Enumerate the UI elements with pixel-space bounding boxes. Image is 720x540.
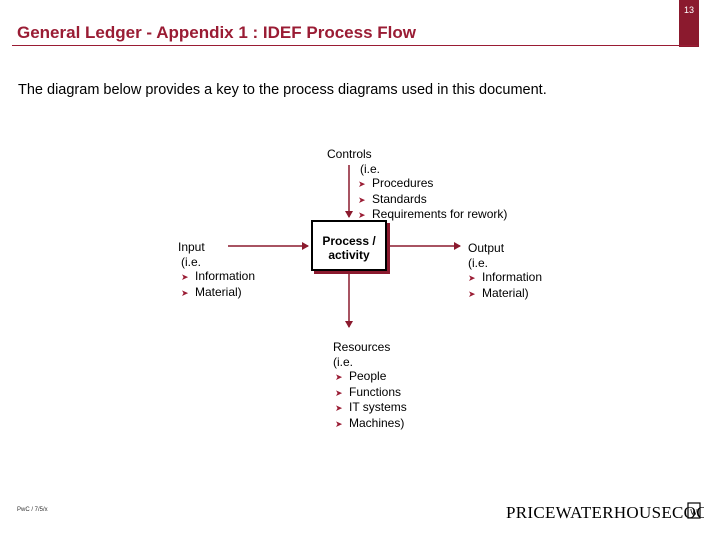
chevron-right-icon: ➤ (358, 179, 366, 190)
input-block: Input (i.e. ➤Information ➤Material) (178, 240, 255, 300)
chevron-right-icon: ➤ (335, 372, 343, 383)
footer-reference: PwC / 7/5/x (17, 507, 48, 513)
controls-heading: Controls (327, 147, 372, 161)
output-item: ➤Material) (468, 285, 529, 300)
logo-wordmark: PRICEWATERHOUSECOOPERS (506, 503, 704, 522)
chevron-right-icon: ➤ (468, 273, 476, 284)
controls-item: ➤Requirements for rework) (358, 207, 508, 222)
controls-item: ➤Procedures (358, 176, 434, 191)
chevron-right-icon: ➤ (335, 418, 343, 429)
chevron-right-icon: ➤ (468, 288, 476, 299)
chevron-right-icon: ➤ (335, 387, 343, 398)
process-activity-box: Process / activity (311, 220, 387, 271)
intro-text: The diagram below provides a key to the … (18, 82, 547, 98)
resources-sub: (i.e. (333, 354, 354, 369)
chevron-right-icon: ➤ (335, 403, 343, 414)
controls-sub: (i.e. (360, 161, 381, 176)
resources-item: ➤People (335, 369, 387, 384)
input-item: ➤Information (181, 269, 256, 284)
output-item: ➤Information (468, 270, 543, 285)
chevron-right-icon: ➤ (181, 287, 189, 298)
chevron-right-icon: ➤ (181, 272, 189, 283)
chevron-right-icon: ➤ (358, 194, 366, 205)
output-block: Output (i.e. ➤Information ➤Material) (468, 241, 542, 301)
process-label-line1: Process / (322, 234, 376, 248)
title-divider (12, 45, 698, 46)
controls-item: ➤Standards (358, 191, 427, 206)
process-label-line2: activity (328, 248, 370, 262)
resources-heading: Resources (333, 340, 391, 354)
resources-item: ➤Machines) (335, 415, 405, 430)
controls-block: Controls (i.e. ➤Procedures ➤Standards ➤R… (327, 147, 507, 223)
chevron-right-icon: ➤ (358, 210, 366, 221)
page-title: General Ledger - Appendix 1 : IDEF Proce… (17, 23, 416, 42)
input-heading: Input (178, 240, 205, 254)
resources-item: ➤Functions (335, 384, 402, 399)
svg-text:W: W (690, 508, 698, 517)
page-number-tab: 13 (679, 0, 699, 47)
page-number: 13 (683, 5, 694, 15)
input-sub: (i.e. (181, 254, 202, 269)
pricewaterhousecoopers-logo: PRICEWATERHOUSECOOPERS W (506, 502, 704, 522)
output-heading: Output (468, 241, 505, 255)
resources-block: Resources (i.e. ➤People ➤Functions ➤IT s… (333, 340, 407, 432)
resources-item: ➤IT systems (335, 400, 407, 415)
output-sub: (i.e. (468, 255, 489, 270)
input-item: ➤Material) (181, 284, 242, 299)
